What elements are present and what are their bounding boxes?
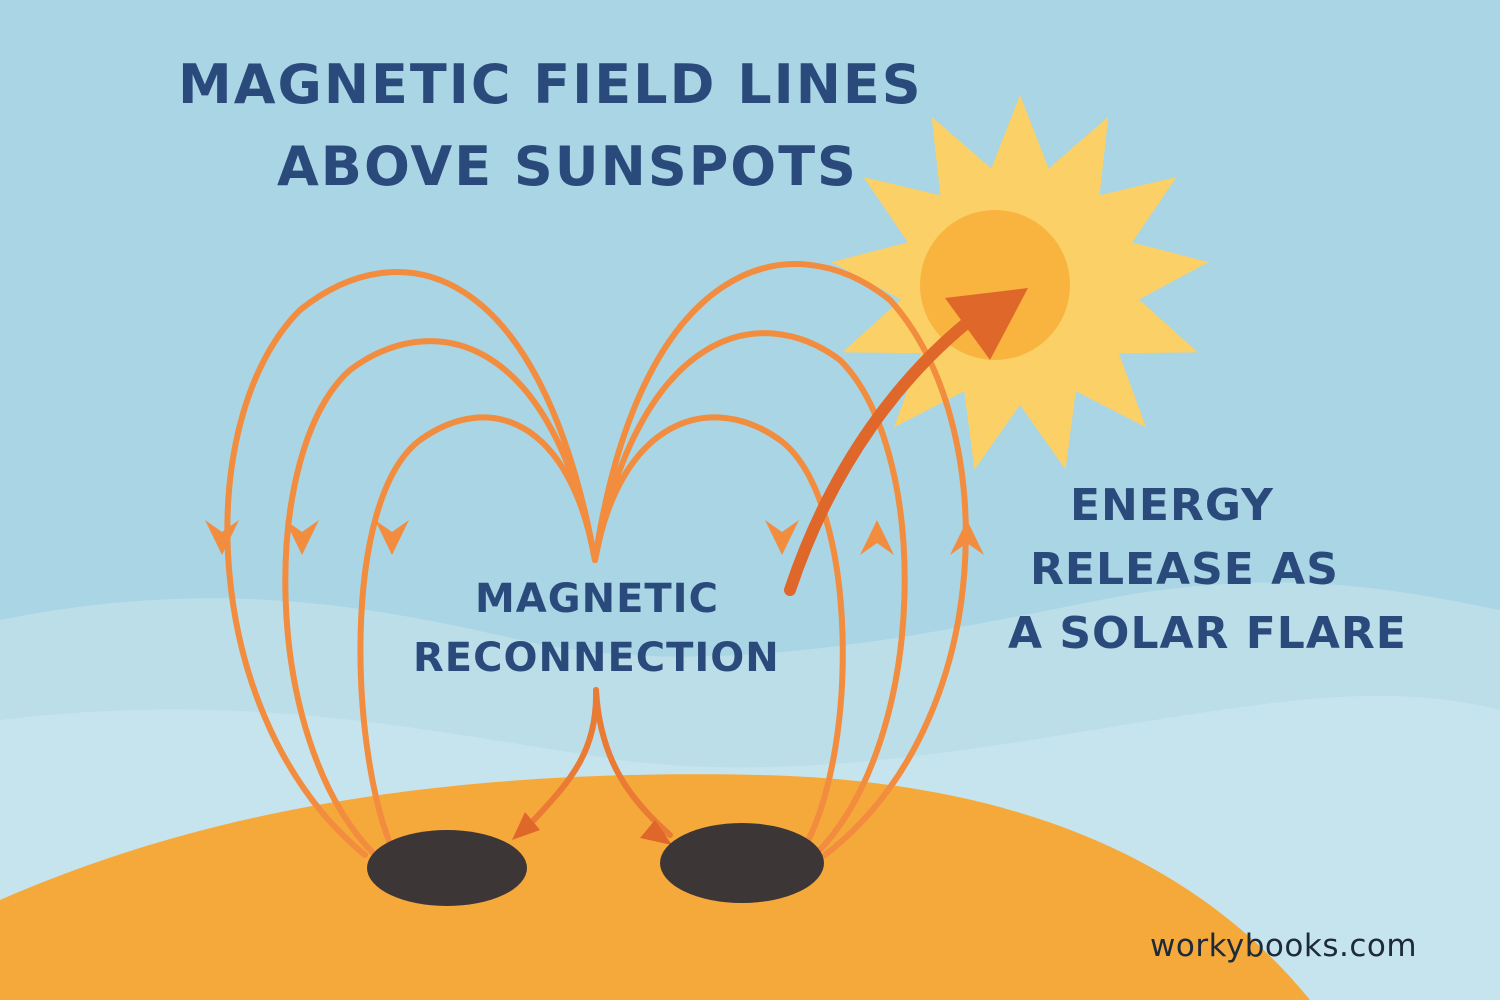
sunspot-left [367,830,527,906]
field-line-outer-right [592,261,969,858]
sunspot-right [660,823,824,903]
field-line-outer-left [224,269,598,858]
field-line-mid-left [282,338,598,858]
flare-label-line-3: A SOLAR FLARE [1008,608,1407,659]
page-title-line-1: MAGNETIC FIELD LINES [178,53,923,116]
flare-arrowhead [945,288,1028,360]
field-line-down-left [522,687,600,833]
field-line-inner-right [592,414,846,858]
brand-watermark: workybooks.com [1150,928,1418,964]
reconnection-label-line-2: RECONNECTION [413,635,780,681]
flare-label-line-2: RELEASE AS [1030,544,1339,595]
flare-arrow [784,299,996,596]
sun-surface [0,774,1310,1000]
field-line-inner-left [357,414,598,858]
field-lines [224,261,969,858]
field-line-mid-right [592,330,908,858]
flare-label-line-1: ENERGY [1070,480,1274,531]
sun-icon [831,95,1209,470]
field-arrowheads [205,520,984,845]
page-title-line-2: ABOVE SUNSPOTS [277,135,858,198]
reconnection-label-line-1: MAGNETIC [475,576,719,622]
